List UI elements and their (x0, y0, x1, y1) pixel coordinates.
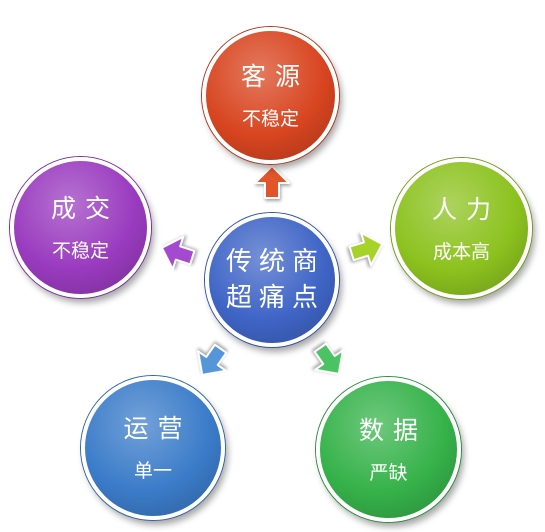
node-shuju-subtitle: 严缺 (369, 461, 408, 484)
node-chengjiao: 成交 不稳定 (10, 157, 151, 298)
node-keyuan-title: 客源 (240, 61, 309, 91)
center-line1: 传统商 (225, 247, 325, 277)
node-yunying-subtitle: 单一 (133, 460, 172, 482)
node-renli: 人力 成本高 (391, 158, 532, 299)
node-keyuan-subtitle: 不稳定 (241, 107, 299, 130)
node-shuju: 数据 严缺 (316, 377, 461, 522)
arrow-keyuan (254, 165, 290, 199)
node-chengjiao-title: 成交 (50, 193, 119, 223)
node-yunying: 运营 单一 (81, 376, 225, 520)
arrow-chengjiao (160, 235, 196, 271)
arrow-shuju (313, 342, 344, 375)
node-keyuan: 客源 不稳定 (202, 27, 339, 164)
center-line2: 超痛点 (225, 283, 325, 313)
node-chengjiao-subtitle: 不稳定 (51, 239, 109, 262)
node-shuju-title: 数据 (358, 415, 427, 445)
node-renli-subtitle: 成本高 (432, 240, 490, 263)
node-yunying-title: 运营 (123, 414, 192, 443)
arrow-renli (348, 231, 384, 267)
arrow-yunying (197, 343, 228, 376)
center-node: 传统商 超痛点 (205, 213, 339, 347)
node-renli-title: 人力 (431, 194, 500, 224)
